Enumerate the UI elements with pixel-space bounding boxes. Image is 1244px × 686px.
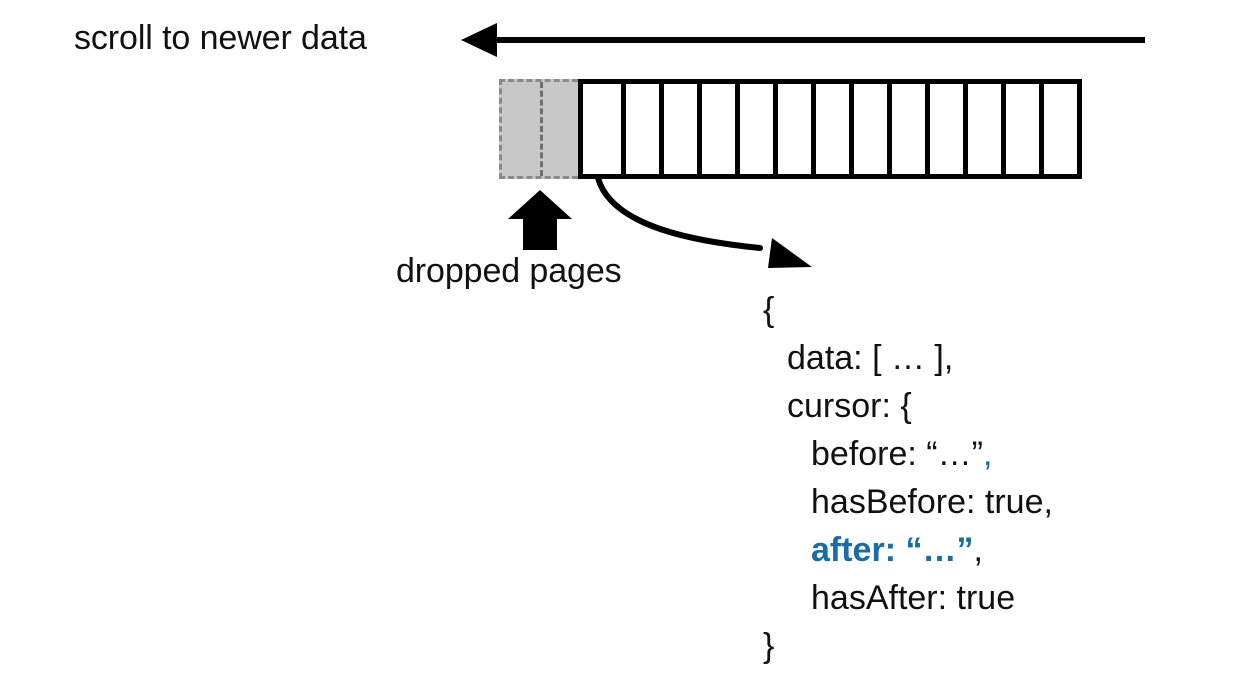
json-line: after: “…”, xyxy=(763,526,1053,574)
json-line: hasBefore: true, xyxy=(763,478,1053,526)
json-token: hasBefore: true, xyxy=(811,483,1053,521)
dropped-page-cell xyxy=(502,82,540,176)
json-token: after: “…” xyxy=(811,531,974,569)
json-line: { xyxy=(763,286,1053,334)
json-token: , xyxy=(982,435,993,473)
loaded-page-cell xyxy=(583,84,621,174)
json-line: data: [ … ], xyxy=(763,334,1053,382)
loaded-page-cell xyxy=(963,84,1001,174)
json-line: hasAfter: true xyxy=(763,574,1053,622)
json-token: , xyxy=(973,531,983,569)
loaded-page-cell xyxy=(887,84,925,174)
loaded-page-cell xyxy=(925,84,963,174)
loaded-page-cell xyxy=(849,84,887,174)
loaded-page-cell xyxy=(773,84,811,174)
dropped-page-cell xyxy=(540,82,578,176)
payload-callout-arrow xyxy=(595,175,812,268)
json-token: before: “…” xyxy=(811,435,983,473)
loaded-page-cell xyxy=(1039,84,1077,174)
loaded-page-cell xyxy=(811,84,849,174)
json-line: before: “…”, xyxy=(763,430,1053,478)
scroll-direction-label: scroll to newer data xyxy=(74,19,367,57)
cursor-payload-json: { data: [ … ], cursor: { before: “…”, hasBef… xyxy=(763,286,1053,670)
loaded-pages-group xyxy=(578,79,1082,179)
dropped-pages-group xyxy=(499,79,578,179)
json-token: data: [ … ], xyxy=(787,339,954,377)
dropped-pages-arrow xyxy=(508,190,572,250)
loaded-page-cell xyxy=(659,84,697,174)
json-token: { xyxy=(763,291,775,329)
json-line: cursor: { xyxy=(763,382,1053,430)
json-line: } xyxy=(763,622,1053,670)
page-strip xyxy=(499,79,1082,179)
loaded-page-cell xyxy=(1001,84,1039,174)
dropped-pages-label: dropped pages xyxy=(396,252,622,290)
json-token: cursor: { xyxy=(787,387,912,425)
scroll-arrow xyxy=(461,23,1145,57)
json-token: } xyxy=(763,627,775,665)
json-token: hasAfter: true xyxy=(811,579,1016,617)
loaded-page-cell xyxy=(697,84,735,174)
loaded-page-cell xyxy=(735,84,773,174)
loaded-page-cell xyxy=(621,84,659,174)
